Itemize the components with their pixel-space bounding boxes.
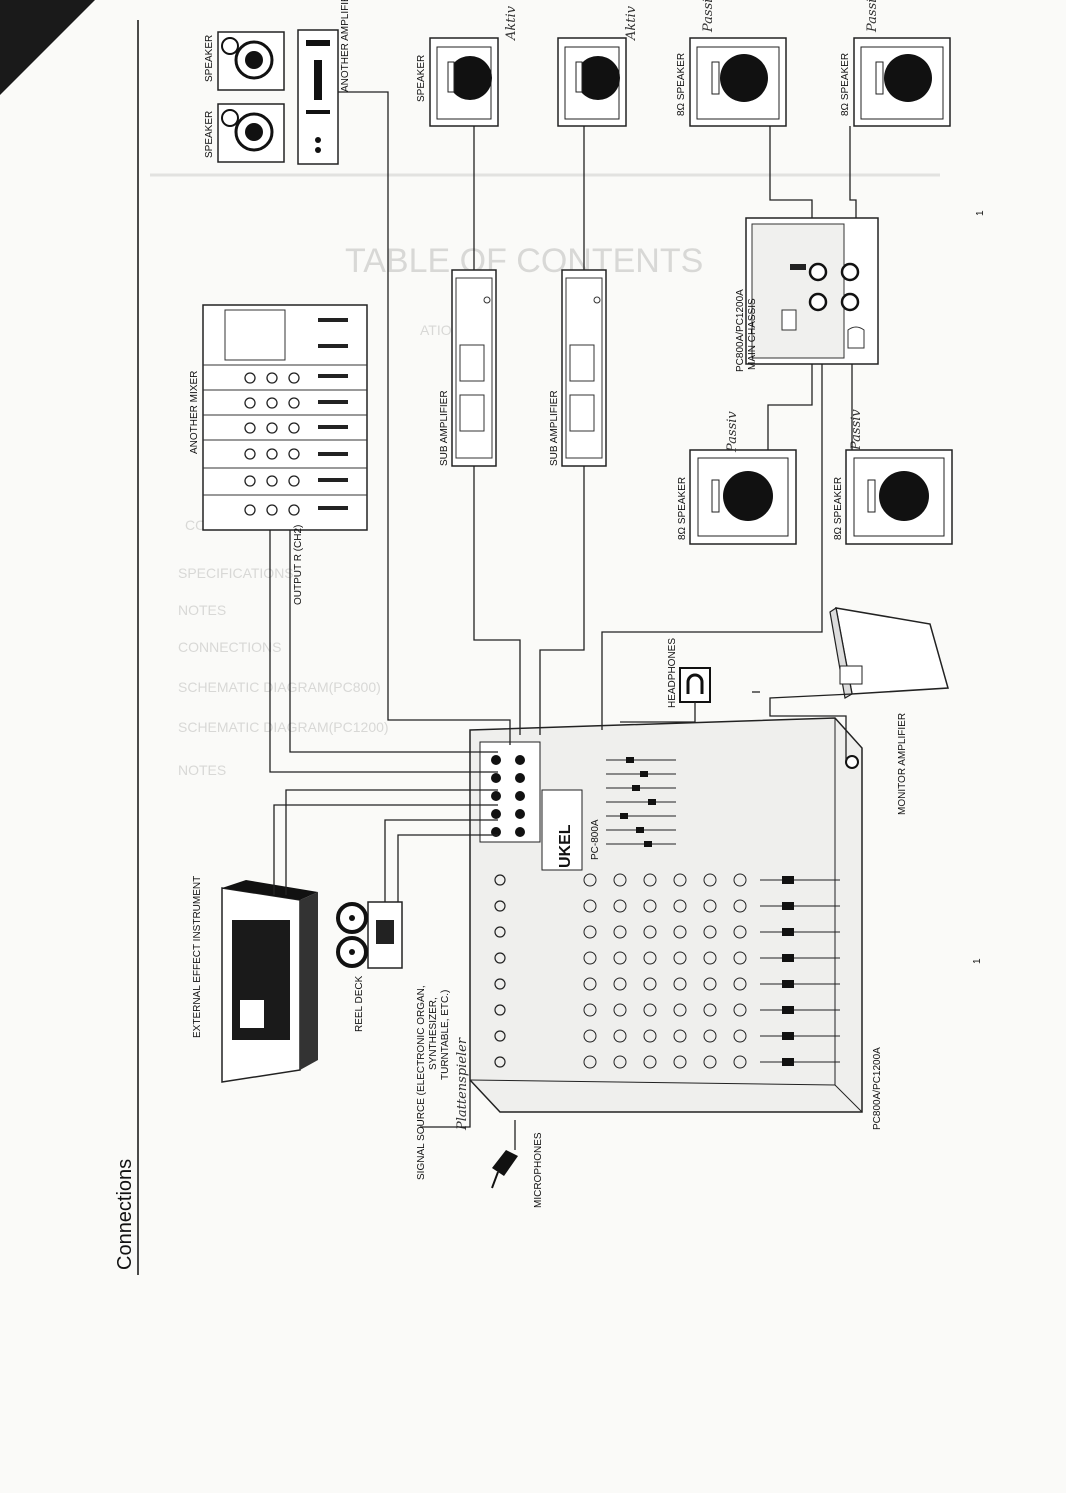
- page-mark: 1: [972, 958, 983, 964]
- microphones: MICROPHONES: [491, 1132, 544, 1208]
- handwritten-note: Aktiv: [504, 5, 519, 41]
- eight-ohm-speaker-label: 8Ω SPEAKER: [833, 477, 844, 540]
- speaker-label: SPEAKER: [416, 55, 427, 102]
- ghost-toc-entry: NOTES: [178, 762, 226, 778]
- ghost-toc-entry: SPECIFICATIONS: [178, 565, 294, 581]
- console-model-label: PC800A/PC1200A: [872, 1047, 883, 1130]
- speaker-passiv-3: 8Ω SPEAKER Passiv: [677, 411, 797, 545]
- monitor-amplifier: MONITOR AMPLIFIER: [829, 606, 949, 815]
- speaker-left: SPEAKER: [204, 103, 285, 163]
- signal-source-line2: SYNTHESIZER,: [428, 997, 439, 1070]
- external-effect-label: EXTERNAL EFFECT INSTRUMENT: [192, 876, 203, 1038]
- output-r-label: OUTPUT R (CH2): [293, 525, 304, 605]
- speaker-aktiv-2: Aktiv: [557, 5, 639, 127]
- signal-source-line1: SIGNAL SOURCE (ELECTRONIC ORGAN,: [416, 985, 427, 1180]
- eight-ohm-speaker-label: 8Ω SPEAKER: [677, 477, 688, 540]
- monitor-amplifier-label: MONITOR AMPLIFIER: [897, 713, 908, 815]
- page-mark: 1: [975, 210, 986, 216]
- speaker-passiv-1: 8Ω SPEAKER Passiv: [676, 0, 787, 127]
- handwritten-note: Plattenspieler: [455, 1037, 470, 1131]
- mixing-console: UKEL PC-800A: [469, 717, 883, 1130]
- sub-amplifier-1: SUB AMPLIFIER: [439, 269, 497, 467]
- handwritten-note: Passiv: [865, 0, 880, 33]
- page-title: Connections: [114, 1159, 136, 1270]
- headphones-label: HEADPHONES: [667, 638, 678, 708]
- main-chassis-label-line2: MAIN CHASSIS: [747, 298, 758, 370]
- handwritten-note: Passiv: [849, 409, 864, 451]
- eight-ohm-speaker-label: 8Ω SPEAKER: [840, 53, 851, 116]
- sub-amplifier-label: SUB AMPLIFIER: [439, 390, 450, 466]
- handwritten-note: Aktiv: [624, 5, 639, 41]
- speaker-passiv-4: 8Ω SPEAKER Passiv: [833, 409, 953, 545]
- speaker-right: SPEAKER: [204, 31, 285, 91]
- speaker-aktiv-1: SPEAKER Aktiv: [416, 5, 519, 127]
- another-amplifier: ANOTHER AMPLIFIER: [297, 0, 351, 165]
- sub-amplifier-2: SUB AMPLIFIER: [549, 269, 607, 467]
- ghost-toc-entry: SCHEMATIC DIAGRAM(PC1200): [178, 719, 389, 735]
- speaker-passiv-2: 8Ω SPEAKER Passiv: [840, 0, 951, 127]
- ghost-toc-entry: SCHEMATIC DIAGRAM(PC800): [178, 679, 381, 695]
- ghost-toc-entry: CONNECTIONS: [178, 639, 281, 655]
- external-effect-instrument: EXTERNAL EFFECT INSTRUMENT: [192, 876, 318, 1083]
- handwritten-note: Passiv: [701, 0, 716, 33]
- speaker-label: SPEAKER: [204, 111, 215, 158]
- main-chassis: PC800A/PC1200A MAIN CHASSIS: [735, 217, 879, 372]
- console-brand: UKEL: [557, 824, 574, 868]
- console-badge: PC-800A: [590, 819, 601, 860]
- folded-corner: [0, 0, 95, 95]
- cables: [269, 91, 857, 1150]
- main-chassis-label-line1: PC800A/PC1200A: [735, 289, 746, 372]
- ghost-toc-entry: NOTES: [178, 602, 226, 618]
- eight-ohm-speaker-label: 8Ω SPEAKER: [676, 53, 687, 116]
- another-mixer: ANOTHER MIXER OUTPUT R (CH2): [189, 304, 368, 605]
- ghost-toc-heading: TABLE OF CONTENTS: [345, 242, 703, 280]
- another-mixer-label: ANOTHER MIXER: [189, 371, 200, 454]
- signal-source: SIGNAL SOURCE (ELECTRONIC ORGAN, SYNTHES…: [416, 985, 470, 1180]
- handwritten-note: Passiv: [725, 411, 740, 453]
- microphones-label: MICROPHONES: [533, 1132, 544, 1208]
- reel-deck: REEL DECK: [336, 901, 403, 1032]
- speaker-label: SPEAKER: [204, 35, 215, 82]
- headphones: HEADPHONES: [667, 638, 711, 708]
- reel-deck-label: REEL DECK: [354, 975, 365, 1032]
- another-amplifier-label: ANOTHER AMPLIFIER: [340, 0, 351, 92]
- signal-source-line3: TURNTABLE, ETC.): [440, 990, 451, 1080]
- sub-amplifier-label: SUB AMPLIFIER: [549, 390, 560, 466]
